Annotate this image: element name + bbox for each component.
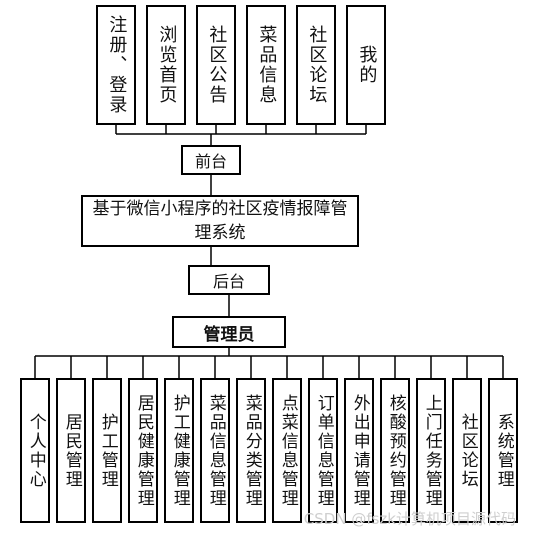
module-nucleic-acid-booking-management: 核酸预约管理: [380, 378, 410, 523]
module-label: 居民管理: [61, 412, 82, 489]
module-system-management: 系统管理: [488, 378, 518, 523]
module-register-login: 注册、登录: [96, 5, 136, 125]
module-label: 菜品信息管理: [205, 393, 226, 508]
module-dish-info-management: 菜品信息管理: [200, 378, 230, 523]
module-home-visit-task-management: 上门任务管理: [416, 378, 446, 523]
module-dish-info: 菜品信息: [246, 5, 286, 125]
module-outing-application-management: 外出申请管理: [344, 378, 374, 523]
module-order-info-management: 订单信息管理: [308, 378, 338, 523]
module-caregiver-management: 护工管理: [92, 378, 122, 523]
module-label: 社区公告: [206, 25, 228, 105]
module-community-notice: 社区公告: [196, 5, 236, 125]
module-label: 护工健康管理: [169, 393, 190, 508]
admin-label: 管理员: [203, 324, 255, 345]
module-label: 注册、登录: [106, 15, 128, 115]
module-label: 居民健康管理: [133, 393, 154, 508]
module-browse-home: 浏览首页: [146, 5, 186, 125]
module-label: 我的: [356, 45, 378, 85]
module-ordering-info-management: 点菜信息管理: [272, 378, 302, 523]
module-label: 上门任务管理: [421, 393, 442, 508]
module-label: 订单信息管理: [313, 393, 334, 508]
module-label: 社区论坛: [457, 412, 478, 489]
module-community-forum-admin: 社区论坛: [452, 378, 482, 523]
backend-node: 后台: [188, 265, 270, 295]
module-dish-category-management: 菜品分类管理: [236, 378, 266, 523]
admin-node: 管理员: [172, 316, 286, 348]
backend-label: 后台: [212, 272, 245, 291]
module-community-forum: 社区论坛: [296, 5, 336, 125]
module-label: 系统管理: [493, 412, 514, 489]
module-label: 个人中心: [25, 412, 46, 489]
module-caregiver-health-management: 护工健康管理: [164, 378, 194, 523]
watermark: CSDN @fszk计算机项目源代码: [303, 510, 516, 528]
module-resident-management: 居民管理: [56, 378, 86, 523]
module-resident-health-management: 居民健康管理: [128, 378, 158, 523]
module-label: 核酸预约管理: [385, 393, 406, 508]
module-label: 菜品信息: [256, 25, 278, 105]
module-mine: 我的: [346, 5, 386, 125]
frontend-label: 前台: [194, 152, 227, 171]
module-label: 点菜信息管理: [277, 393, 298, 508]
module-label: 护工管理: [97, 412, 118, 489]
module-label: 菜品分类管理: [241, 393, 262, 508]
module-label: 浏览首页: [156, 25, 178, 105]
frontend-node: 前台: [181, 145, 241, 175]
module-label: 社区论坛: [306, 25, 328, 105]
system-name: 基于微信小程序的社区疫情报障管理系统: [92, 199, 348, 243]
system-node: 基于微信小程序的社区疫情报障管理系统: [81, 195, 359, 247]
module-personal-center: 个人中心: [20, 378, 50, 523]
module-label: 外出申请管理: [349, 393, 370, 508]
